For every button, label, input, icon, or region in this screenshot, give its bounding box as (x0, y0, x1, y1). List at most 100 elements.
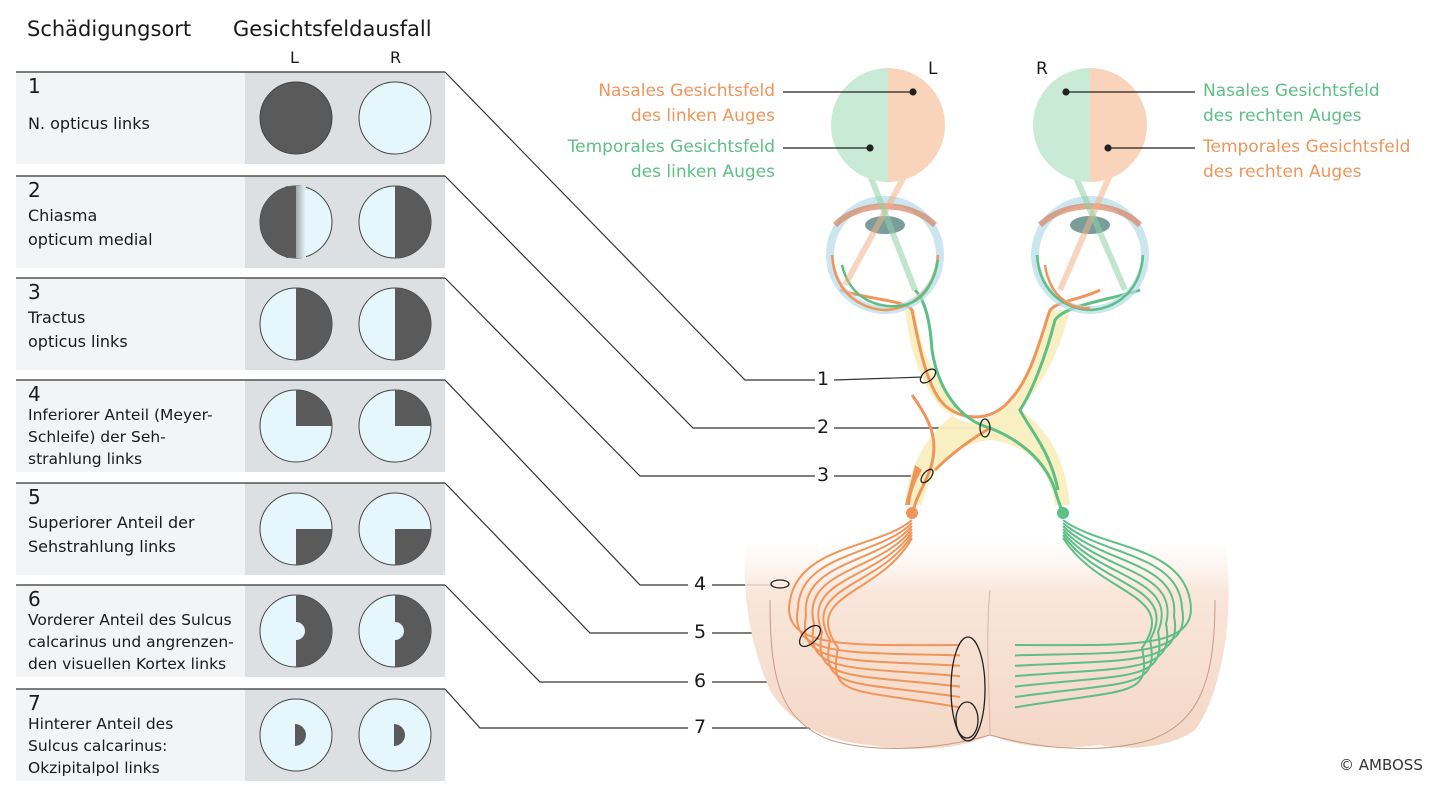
lesion-marker-7 (955, 701, 979, 739)
eyeball-left (826, 173, 944, 314)
lesion-marker-3 (920, 468, 934, 484)
row-number: 7 (28, 691, 41, 715)
row-description-line: strahlung links (28, 450, 143, 468)
dot-temporal-right (1104, 144, 1112, 152)
row-description-line: opticus links (28, 332, 128, 351)
occipital-cortex (744, 541, 1229, 749)
eyeball-right (1031, 173, 1149, 314)
row-description-line: Sehstrahlung links (28, 537, 176, 556)
row-number: 5 (28, 485, 41, 509)
row-description-line: Vorderer Anteil des Sulcus (28, 611, 232, 629)
row-label-panel (16, 380, 245, 472)
row-number: 6 (28, 587, 41, 611)
radiation-fiber-right (1014, 519, 1192, 647)
nasal-field-left-line-2: des linken Auges (630, 106, 775, 126)
nasal-field-right-line-2: des rechten Auges (1203, 106, 1362, 126)
row-number: 2 (28, 178, 41, 202)
connector-5 (444, 482, 688, 634)
radiation-fiber-left (817, 531, 961, 688)
radiation-fiber-left (788, 519, 961, 647)
nasal-field-left-label: Nasales Gesichtsfeld des linken Auges (598, 79, 775, 129)
row-number: 1 (28, 74, 41, 98)
lesion-marker-5 (798, 624, 822, 648)
connector-3 (444, 277, 815, 477)
left-eye-label: L (928, 59, 938, 79)
temporal-field-right-label: Temporales Gesichtsfeld des rechten Auge… (1203, 135, 1410, 185)
visual-field-defect (296, 288, 332, 360)
row-description: Inferiorer Anteil (Meyer-Schleife) der S… (28, 404, 213, 470)
row-description-line: Superiorer Anteil der (28, 513, 195, 532)
visual-field-defect (395, 288, 431, 360)
row-description-line: opticum medial (28, 230, 153, 249)
lesion-marker-1 (919, 368, 937, 384)
visual-field-circle (358, 81, 432, 155)
visual-field-right-eye (1033, 68, 1147, 182)
visual-field-circle (259, 81, 333, 155)
row-label-panel (16, 176, 245, 268)
connector-7 (444, 688, 688, 729)
radiation-fiber-left (795, 522, 961, 657)
row-number: 4 (28, 382, 41, 406)
lesion-marker-6 (950, 636, 986, 742)
visual-field-left-eye (831, 68, 945, 182)
row-label-panel (16, 483, 245, 575)
nasal-field-right-label: Nasales Gesichtsfeld des rechten Auges (1203, 79, 1380, 129)
visual-field-defect (394, 724, 405, 746)
connector-4 (444, 379, 688, 586)
visual-field-defect (395, 186, 431, 258)
radiation-fiber-right (1014, 525, 1177, 667)
lesion-row (16, 175, 445, 268)
site-column-header: Schädigungsort (27, 17, 192, 41)
dot-nasal-right (1062, 88, 1070, 96)
row-label-panel (16, 72, 245, 164)
visual-field-defect (296, 390, 332, 426)
dot-temporal-left (866, 144, 874, 152)
radiation-fiber-left (827, 537, 961, 709)
lesion-number-5: 5 (694, 621, 707, 643)
lesion-row (16, 71, 445, 164)
lesion-marker-2 (979, 418, 991, 438)
row-description: N. opticus links (28, 112, 150, 136)
row-description-line: den visuellen Kortex links (28, 655, 227, 673)
right-eye-header: R (390, 48, 402, 67)
visual-field-defect (260, 186, 296, 258)
lesion-table (16, 71, 445, 781)
radiation-fiber-right (1014, 528, 1169, 678)
row-description-line: Sulcus calcarinus: (28, 737, 168, 755)
visual-field-defect (296, 529, 332, 565)
connector-2 (444, 175, 815, 429)
lesion-number-7: 7 (694, 716, 707, 738)
lesion-markers (770, 368, 991, 742)
row-description-line: Okzipitalpol links (28, 759, 160, 777)
lesion-marker-4 (770, 579, 790, 589)
left-eye-header: L (290, 48, 299, 67)
temporal-field-left-line-1: Temporales Gesichtsfeld (567, 137, 775, 157)
visual-field-defect (395, 390, 431, 426)
lesion-number-2: 2 (817, 416, 830, 438)
visual-field-defect (395, 529, 431, 565)
dot-nasal-left (909, 88, 917, 96)
row-description: Vorderer Anteil des Sulcus calcarinus und… (28, 609, 234, 675)
temporal-field-right-line-1: Temporales Gesichtsfeld (1203, 137, 1411, 157)
radiation-fiber-right (1014, 531, 1163, 688)
nasal-field-left-line-1: Nasales Gesichtsfeld (598, 81, 775, 101)
radiation-fiber-left (811, 528, 961, 678)
right-eye-label: R (1036, 59, 1048, 79)
row-description-line: Inferiorer Anteil (Meyer- (28, 406, 213, 424)
radiation-fiber-right (1014, 534, 1158, 698)
field-column-header: Gesichtsfeldausfall (233, 17, 432, 41)
pointer-1 (833, 376, 925, 381)
row-description-line: Hinterer Anteil des (28, 715, 174, 733)
row-description-line: calcarinus und angrenzen- (28, 633, 234, 651)
row-description-line: N. opticus links (28, 114, 150, 133)
lesion-number-6: 6 (694, 670, 707, 692)
row-label-panel (16, 278, 245, 370)
row-label-panel (16, 689, 245, 781)
radiation-fiber-right (1014, 537, 1153, 709)
connector-1 (444, 71, 815, 381)
lesion-number-1: 1 (817, 368, 830, 390)
